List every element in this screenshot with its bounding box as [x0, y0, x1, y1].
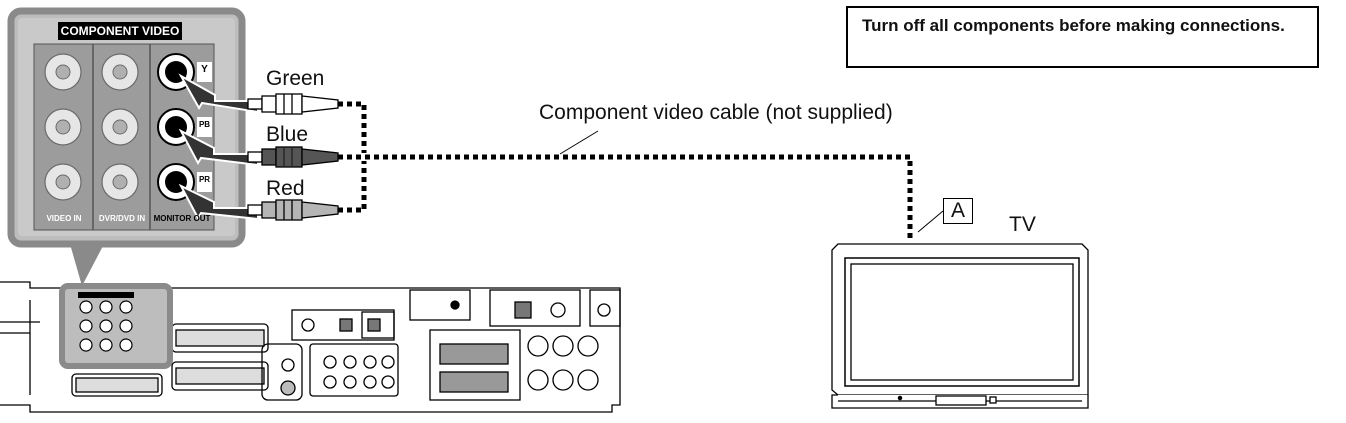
cable-label-leader — [559, 130, 599, 155]
plug-arrows — [178, 73, 259, 221]
tv-label: TV — [1009, 213, 1036, 236]
column-label-monitor-out: MONITOR OUT — [153, 214, 211, 223]
receiver-rear-panel — [0, 281, 621, 413]
blue-plug — [247, 146, 339, 168]
component-video-cable — [338, 101, 913, 238]
jack-label-pb: PB — [198, 120, 211, 129]
panel-header: COMPONENT VIDEO — [60, 24, 180, 38]
jack-label-y: Y — [201, 64, 208, 75]
green-label: Green — [266, 67, 325, 90]
red-label: Red — [266, 177, 305, 200]
green-plug — [247, 93, 339, 115]
component-video-panel — [7, 7, 246, 248]
column-label-video-in: VIDEO IN — [46, 214, 82, 223]
tv — [831, 243, 1089, 409]
inactive-jacks — [44, 53, 139, 201]
rca-plugs — [247, 93, 339, 221]
rear-component-video-block — [59, 244, 173, 369]
marker-a-leader — [917, 210, 944, 233]
safety-notice: Turn off all components before making co… — [846, 6, 1319, 68]
marker-a: A — [943, 198, 973, 224]
jack-label-pr: PR — [198, 175, 211, 184]
blue-label: Blue — [266, 123, 309, 146]
column-label-dvr-dvd-in: DVR/DVD IN — [98, 214, 146, 223]
cable-label: Component video cable (not supplied) — [539, 101, 893, 124]
red-plug — [247, 199, 339, 221]
